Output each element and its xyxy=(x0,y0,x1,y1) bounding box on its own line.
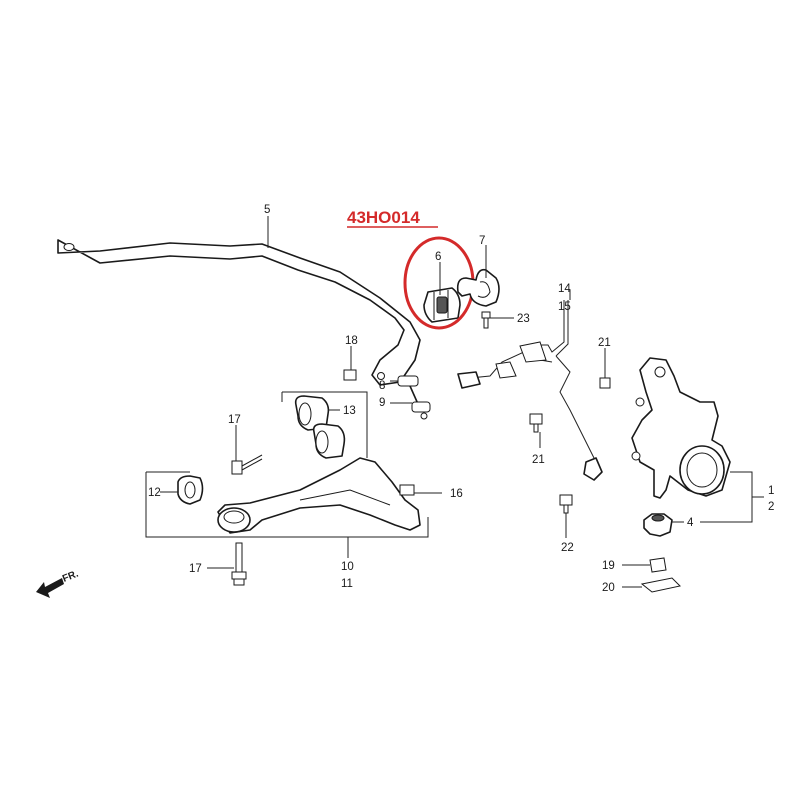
callout-7: 7 xyxy=(479,235,485,247)
callout-2: 2 xyxy=(768,501,774,513)
wheel-speed-sensor xyxy=(457,300,603,481)
callout-9: 9 xyxy=(379,397,385,409)
lower-arm-bushing xyxy=(177,475,204,505)
callout-21-lower: 21 xyxy=(532,454,545,466)
bushing-holder xyxy=(456,268,500,307)
compliance-bushing-lower xyxy=(312,423,346,459)
snap-ring xyxy=(649,557,667,573)
ball-joint-boot xyxy=(643,513,673,537)
arm-bolt-upper xyxy=(231,454,263,475)
front-direction-label: FR. xyxy=(61,568,80,584)
callout-10: 10 xyxy=(341,561,354,573)
callout-8: 8 xyxy=(379,380,385,392)
sensor-bolt-22 xyxy=(559,494,573,514)
stabilizer-nut xyxy=(343,369,357,381)
set-ring xyxy=(640,577,682,593)
compliance-bushing-upper xyxy=(294,395,330,431)
callout-18: 18 xyxy=(345,335,358,347)
steering-knuckle xyxy=(631,357,731,499)
callout-5: 5 xyxy=(264,204,270,216)
sensor-bolt-21-upper xyxy=(599,377,611,389)
holder-bolt xyxy=(481,311,491,329)
arm-bolt-lower xyxy=(231,542,247,586)
callout-15: 15 xyxy=(558,301,571,313)
callout-1: 1 xyxy=(768,485,774,497)
callout-17-lower: 17 xyxy=(189,563,202,575)
callout-13: 13 xyxy=(343,405,356,417)
callout-21-upper: 21 xyxy=(598,337,611,349)
callout-22: 22 xyxy=(561,542,574,554)
stabilizer-bar xyxy=(57,239,421,386)
highlight-part-code: 43HO014 xyxy=(347,208,420,227)
callout-6: 6 xyxy=(435,251,441,263)
callout-20: 20 xyxy=(602,582,615,594)
front-direction-arrow: FR. xyxy=(36,568,80,598)
arm-bolt-16 xyxy=(399,484,415,496)
callout-12: 12 xyxy=(148,487,161,499)
callout-11: 11 xyxy=(341,578,353,590)
lower-arm xyxy=(217,457,421,534)
callout-23: 23 xyxy=(517,313,530,325)
callout-14: 14 xyxy=(558,283,571,295)
stabilizer-bushing xyxy=(423,287,461,323)
stabilizer-link xyxy=(397,375,431,420)
callout-17-upper: 17 xyxy=(228,414,241,426)
callout-4: 4 xyxy=(687,517,694,529)
sensor-bolt-21-lower xyxy=(529,413,543,433)
leader-lines xyxy=(145,216,764,588)
callout-19: 19 xyxy=(602,560,615,572)
callout-16: 16 xyxy=(450,488,463,500)
